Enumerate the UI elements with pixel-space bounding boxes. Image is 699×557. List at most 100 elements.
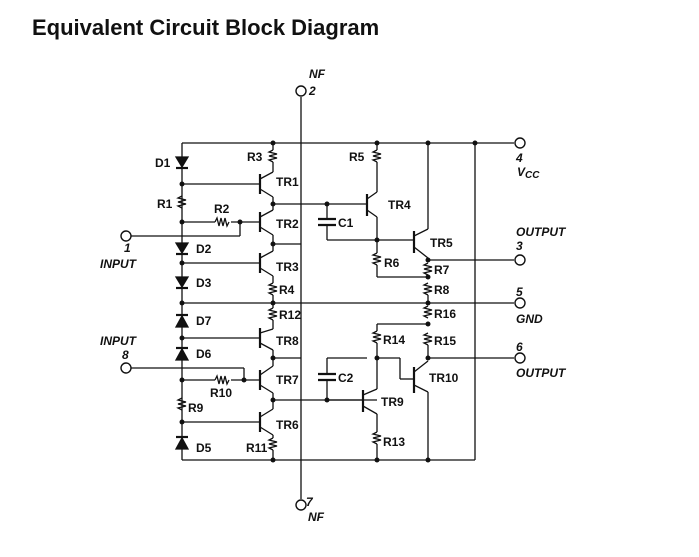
upper-driver: R5 TR4 R6 [349, 140, 428, 278]
pins: NF 2 4 VCC OUTPUT 3 5 GND 6 OUTPUT 1 INP… [100, 67, 567, 524]
label-tr8: TR8 [276, 334, 299, 348]
label-r4: R4 [279, 283, 295, 297]
label-d1: D1 [155, 156, 171, 170]
pin-1-number: 1 [124, 241, 131, 255]
pin-1-name: INPUT [100, 257, 138, 271]
pin-8-number: 8 [122, 348, 129, 362]
resistor-r4 [267, 282, 278, 296]
rails [181, 97, 514, 499]
label-r12: R12 [279, 308, 301, 322]
label-r10: R10 [210, 386, 232, 400]
transistor-tr4 [365, 191, 378, 240]
diode-d7 [174, 314, 190, 328]
pin-7-nf [295, 499, 307, 511]
capacitor-c1 [318, 204, 377, 241]
pin-8-input [120, 362, 132, 374]
output-stage: TR5 R7 R8 R16 R15 TR10 [377, 140, 478, 463]
resistor-r12 [267, 307, 278, 321]
pin-4-vcc [514, 137, 526, 149]
label-r5: R5 [349, 150, 365, 164]
left-chain: D1 R1 D2 D3 D7 D6 R9 D5 [155, 156, 212, 455]
resistor-r15 [422, 332, 433, 346]
capacitor-c2 [318, 357, 367, 400]
transistor-tr1 [258, 162, 274, 204]
pin-6-number: 6 [516, 340, 523, 354]
pin-5-gnd [514, 297, 526, 309]
pin-5-name: GND [516, 312, 543, 326]
transistor-tr8 [258, 328, 274, 358]
pin-1-input [120, 230, 132, 242]
pin-6-name: OUTPUT [516, 366, 567, 380]
pin-2-number: 2 [308, 84, 316, 98]
label-tr7: TR7 [276, 373, 299, 387]
label-tr5: TR5 [430, 236, 453, 250]
diode-d2 [174, 242, 190, 255]
pin-4-name: VCC [517, 165, 540, 181]
resistor-r9 [176, 397, 187, 411]
label-r2: R2 [214, 202, 230, 216]
transistor-tr6 [258, 400, 274, 436]
pin-5-number: 5 [516, 285, 523, 299]
label-tr6: TR6 [276, 418, 299, 432]
label-r9: R9 [188, 401, 204, 415]
pin-7-name: NF [308, 510, 325, 524]
resistor-r1 [176, 195, 187, 209]
lower-driver: R14 TR9 R13 [327, 324, 405, 463]
pin-2-nf [295, 85, 307, 97]
diode-d3 [174, 276, 190, 289]
label-d5: D5 [196, 441, 212, 455]
label-r3: R3 [247, 150, 263, 164]
transistor-tr2 [258, 204, 274, 244]
label-d2: D2 [196, 242, 212, 256]
label-d6: D6 [196, 347, 212, 361]
label-r8: R8 [434, 283, 450, 297]
transistor-tr3 [258, 244, 274, 283]
resistor-r6 [371, 252, 382, 266]
label-d7: D7 [196, 314, 212, 328]
pin-3-output [514, 254, 526, 266]
diagram-title: Equivalent Circuit Block Diagram [32, 15, 380, 40]
resistor-r10 [214, 374, 230, 386]
pin-2-name: NF [309, 67, 326, 81]
label-d3: D3 [196, 276, 212, 290]
label-tr1: TR1 [276, 175, 299, 189]
resistor-r16 [422, 305, 433, 319]
label-r1: R1 [157, 197, 173, 211]
resistor-r14 [371, 330, 382, 344]
resistor-r5 [371, 149, 382, 163]
resistor-r8 [422, 282, 433, 296]
pin-8-name: INPUT [100, 334, 138, 348]
transistor-tr7 [258, 358, 274, 400]
label-r15: R15 [434, 334, 456, 348]
diode-d6 [174, 347, 190, 361]
label-tr2: TR2 [276, 217, 299, 231]
resistor-r11 [267, 437, 278, 451]
pin-6-output [514, 352, 526, 364]
resistor-r7 [422, 262, 433, 276]
pin-7-number: 7 [306, 495, 314, 509]
pin-3-name: OUTPUT [516, 225, 567, 239]
upper-stack: R2 R3 TR1 TR2 [131, 140, 367, 306]
pin-4-number: 4 [515, 151, 523, 165]
diode-d1 [174, 156, 190, 169]
label-c2: C2 [338, 371, 354, 385]
resistor-r3 [267, 149, 278, 163]
label-r14: R14 [383, 333, 405, 347]
resistor-r13 [371, 431, 382, 445]
label-r6: R6 [384, 256, 400, 270]
transistor-tr5 [412, 228, 429, 259]
label-r7: R7 [434, 263, 450, 277]
label-c1: C1 [338, 216, 354, 230]
diode-d5 [174, 436, 190, 450]
label-tr10: TR10 [429, 371, 459, 385]
label-r16: R16 [434, 307, 456, 321]
label-tr3: TR3 [276, 260, 299, 274]
resistor-r2 [214, 216, 230, 228]
transistor-tr9 [361, 388, 378, 432]
label-tr9: TR9 [381, 395, 404, 409]
pin-3-number: 3 [516, 239, 523, 253]
label-r13: R13 [383, 435, 405, 449]
transistor-tr10 [412, 360, 429, 460]
label-tr4: TR4 [388, 198, 411, 212]
